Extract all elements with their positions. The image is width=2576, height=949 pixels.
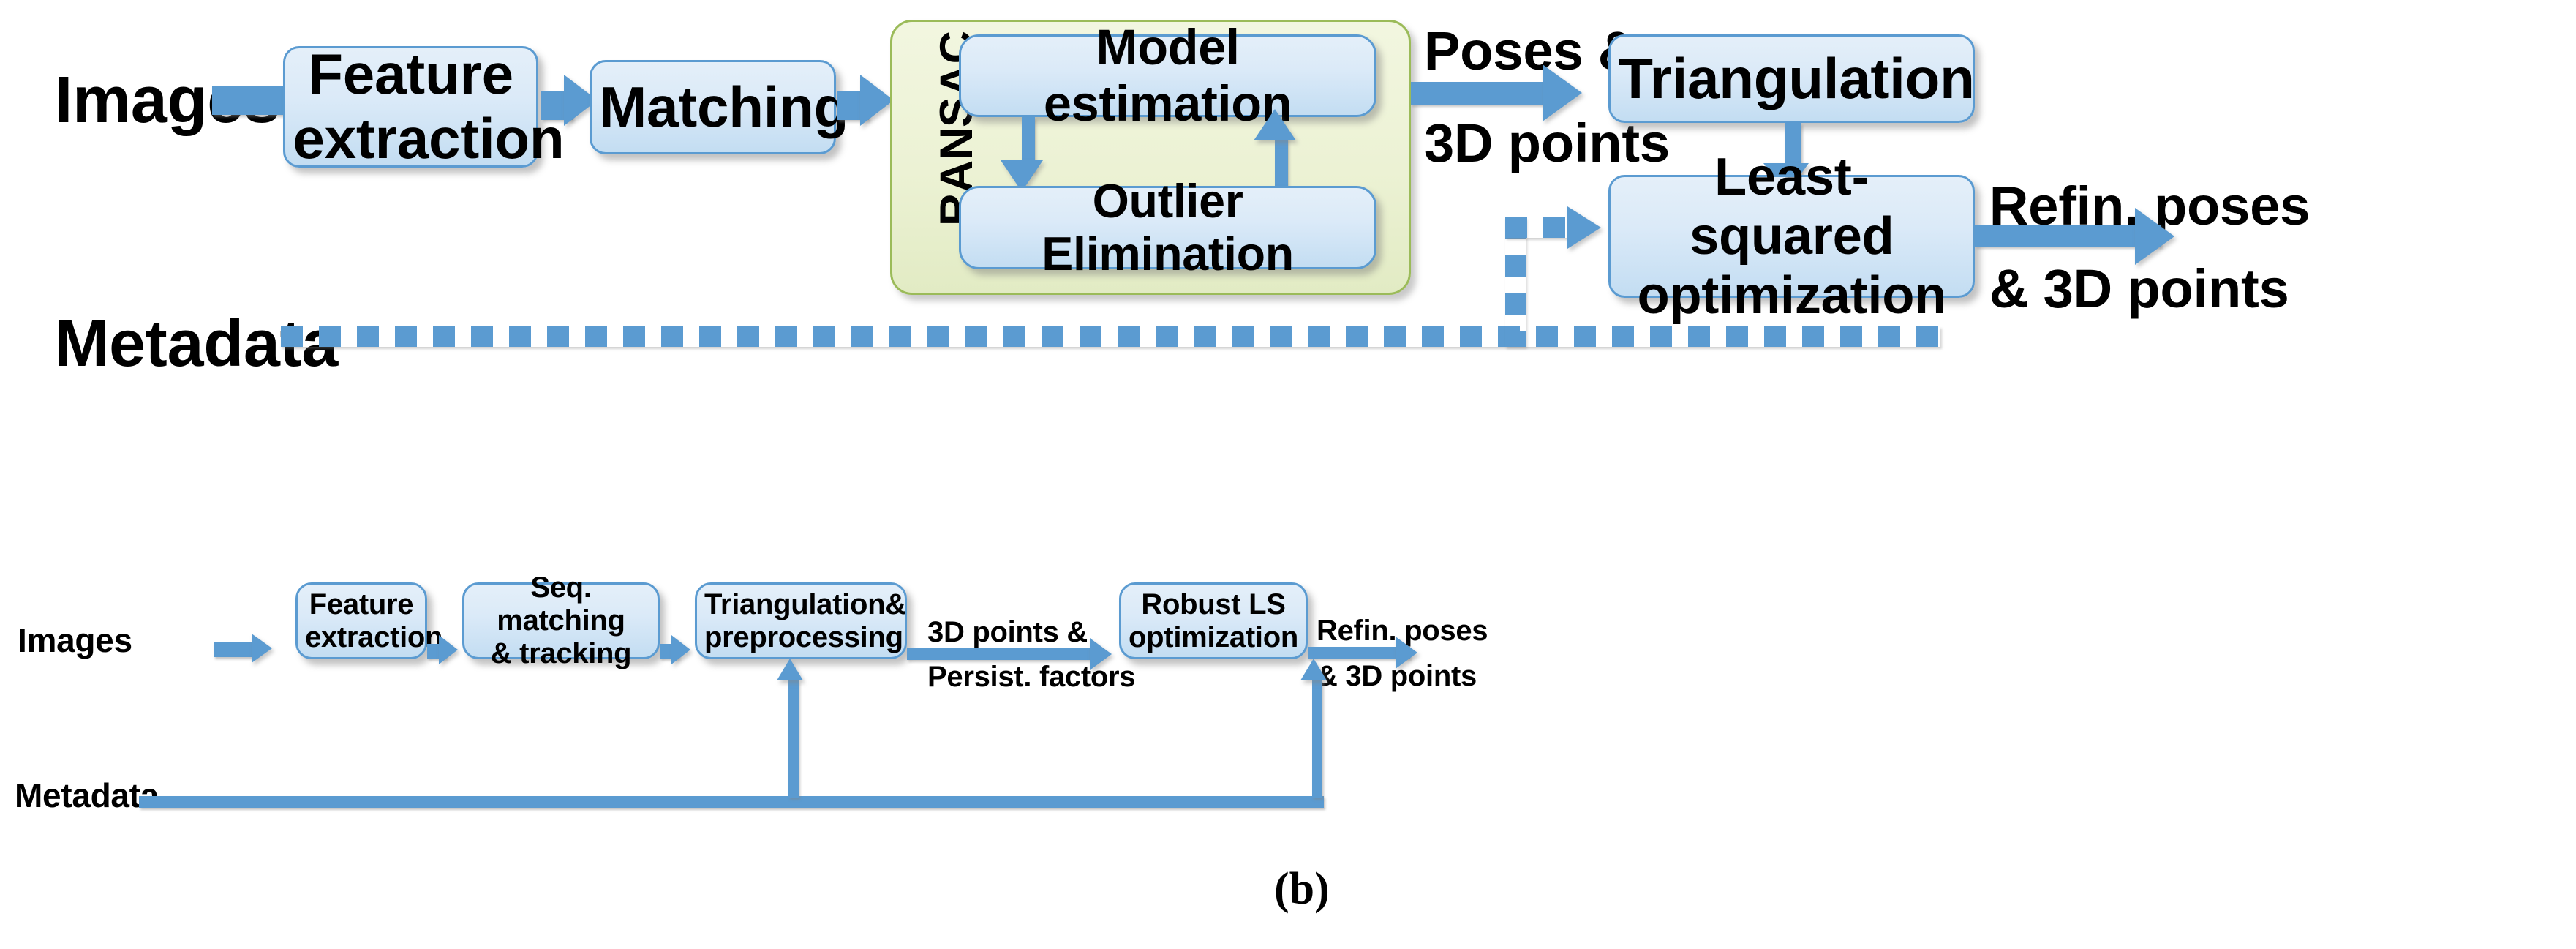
panel-b-metadata-riser-robustls-head bbox=[1300, 659, 1327, 680]
panel-a-box-matching[interactable]: Matching bbox=[590, 60, 849, 155]
panel-b-box-robust-ls-optimization-label: Robust LS optimization bbox=[1129, 588, 1298, 653]
panel-b-box-triangulation-preprocessing[interactable]: Triangulation& preprocessing bbox=[695, 582, 907, 659]
panel-b-arrow-triangulation-to-robustls-shaft bbox=[907, 648, 1097, 660]
panel-b-box-robust-ls-optimization[interactable]: Robust LS optimization bbox=[1119, 582, 1308, 659]
panel-b-arrow-triangulation-to-robustls-head bbox=[1090, 638, 1112, 670]
panel-a-box-matching-label: Matching bbox=[599, 74, 849, 139]
panel-a-box-least-squared-optimization-label: Least-squared optimization bbox=[1637, 147, 1947, 326]
panel-a-arrow-outlier-to-model-shaft bbox=[1275, 137, 1288, 198]
panel-b-caption: (b) bbox=[1274, 864, 1330, 914]
panel-a-arrow-ls-output-shaft bbox=[1975, 225, 2161, 247]
panel-a-metadata-dashed-horizontal bbox=[280, 326, 1941, 347]
panel-b-metadata-riser-triangulation-head bbox=[777, 659, 803, 680]
panel-a-caption: (a) bbox=[2493, 945, 2576, 949]
panel-b-metadata-riser-triangulation-shaft bbox=[788, 680, 799, 798]
panel-a-arrow-model-to-outlier-shaft bbox=[1022, 117, 1035, 172]
panel-b-edge-label-points-line1: 3D points & bbox=[927, 616, 1088, 648]
panel-b-box-triangulation-preprocessing-label: Triangulation& preprocessing bbox=[704, 588, 906, 653]
panel-a-box-outlier-elimination-label: Outlier Elimination bbox=[1042, 174, 1294, 281]
panel-a-arrow-matching-to-ransac-head bbox=[859, 74, 894, 126]
panel-a-box-feature-extraction[interactable]: Feature extraction bbox=[283, 42, 565, 170]
panel-b-arrow-robustls-output-head bbox=[1396, 637, 1417, 669]
panel-b-arrow-robustls-output-shaft bbox=[1308, 647, 1410, 659]
panel-a-arrow-triangulation-to-ls-shaft bbox=[1784, 123, 1802, 175]
panel-a-edge-label-refined-line2: & 3D points bbox=[1989, 258, 2289, 320]
panel-b-arrow-seq-to-triangulation-head bbox=[671, 635, 690, 664]
panel-a-box-model-estimation-label: Model estimation bbox=[1043, 19, 1292, 132]
panel-b-arrow-images-to-feature-head bbox=[252, 634, 272, 663]
panel-a-arrow-outlier-to-model-head bbox=[1254, 108, 1297, 140]
panel-b-metadata-line bbox=[139, 796, 1324, 808]
panel-a-box-least-squared-optimization[interactable]: Least-squared optimization bbox=[1608, 147, 1976, 325]
panel-a-box-outlier-elimination[interactable]: Outlier Elimination bbox=[958, 175, 1377, 280]
panel-b-box-seq-matching-tracking[interactable]: Seq. matching & tracking bbox=[462, 571, 660, 669]
panel-a-metadata-dashed-vertical bbox=[1505, 217, 1526, 347]
panel-b-box-feature-extraction-label: Feature extraction bbox=[305, 588, 443, 653]
panel-a-box-triangulation-label: Triangulation bbox=[1618, 45, 1975, 110]
panel-a-edge-label-poses-line1: Poses & bbox=[1423, 20, 1638, 82]
panel-b-edge-label-points-line2: Persist. factors bbox=[927, 661, 1136, 693]
panel-a-box-feature-extraction-label: Feature extraction bbox=[293, 42, 565, 170]
panel-b-images-label: Images bbox=[18, 621, 132, 659]
panel-a-box-model-estimation[interactable]: Model estimation bbox=[958, 19, 1377, 132]
panel-b-box-seq-matching-tracking-label: Seq. matching & tracking bbox=[490, 571, 632, 669]
panel-b-arrow-feature-to-seq-head bbox=[439, 635, 458, 664]
panel-a-metadata-arrow-head bbox=[1567, 206, 1601, 249]
panel-b-metadata-riser-robustls-shaft bbox=[1312, 680, 1322, 798]
panel-b-arrow-images-to-feature-shaft bbox=[214, 642, 256, 657]
panel-a-arrow-ls-output-head bbox=[2135, 207, 2175, 265]
panel-a-arrow-ransac-to-triangulation-head bbox=[1543, 64, 1583, 122]
panel-b-metadata-label: Metadata bbox=[15, 776, 159, 814]
panel-a-box-triangulation[interactable]: Triangulation bbox=[1608, 34, 1976, 124]
panel-a-arrow-ransac-to-triangulation-shaft bbox=[1411, 81, 1554, 105]
panel-b-edge-label-refined-line2: & 3D points bbox=[1317, 660, 1477, 692]
panel-b-box-feature-extraction[interactable]: Feature extraction bbox=[295, 582, 443, 659]
